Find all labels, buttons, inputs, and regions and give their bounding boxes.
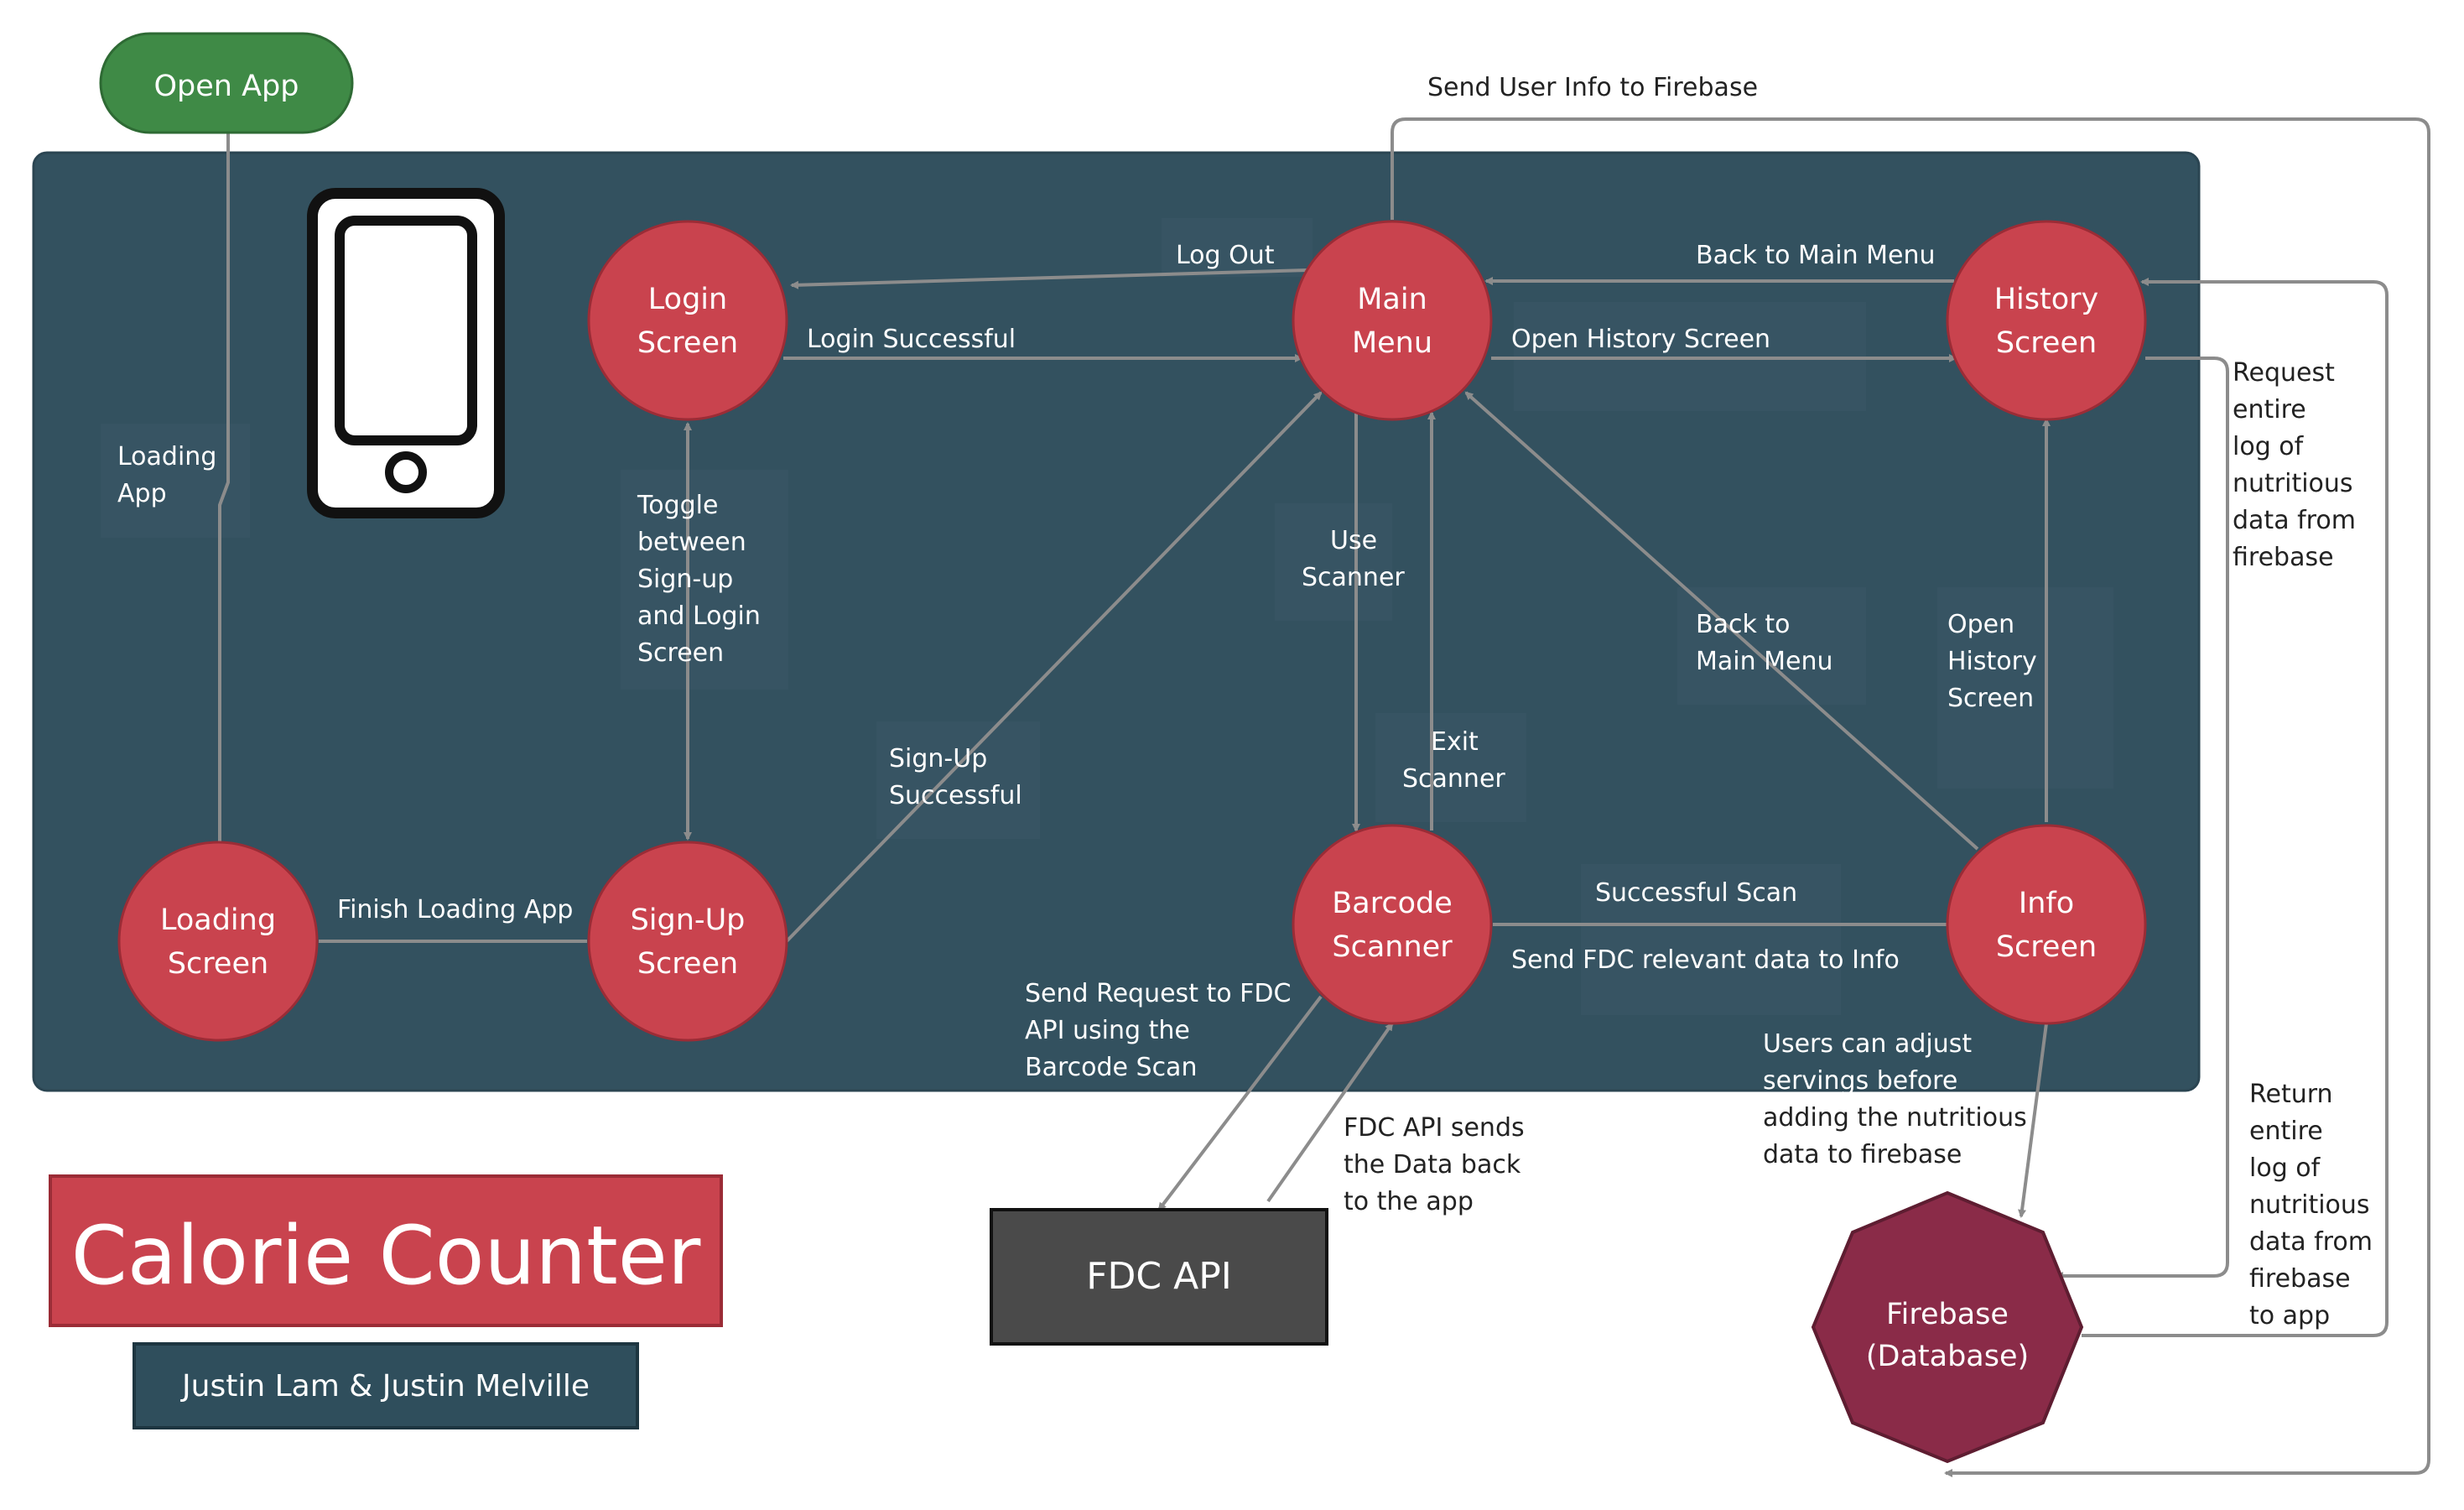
edge-request-log xyxy=(2055,357,2229,1280)
edge-return-log xyxy=(2082,278,2389,1337)
loading-screen-node[interactable]: Loading Screen xyxy=(117,841,319,1042)
label-finish-loading: Finish Loading App xyxy=(337,895,573,924)
label-successful-scan: Successful Scan xyxy=(1595,878,1797,908)
login-line1: Login xyxy=(648,283,727,316)
edge-send-user-info xyxy=(1391,117,2430,1477)
label-send-fdc: Send FDC relevant data to Info xyxy=(1511,945,1900,975)
edge-barcode-to-fdc xyxy=(1157,995,1323,1211)
label-backgrounds xyxy=(101,218,2113,1015)
label-users-adjust-2: adding the nutritious data to firebase xyxy=(1763,1103,2035,1169)
edge-logout xyxy=(790,268,1309,289)
barcode-line1: Barcode xyxy=(1332,887,1453,920)
barcode-line2: Scanner xyxy=(1332,930,1453,964)
smartphone-icon xyxy=(307,188,505,518)
edge-info-to-firebase xyxy=(2018,1023,2048,1218)
label-send-request: Send Request to FDC API using the Barcod… xyxy=(1025,979,1299,1082)
edge-fdc-to-barcode xyxy=(1266,1022,1394,1203)
authors: Justin Lam & Justin Melville xyxy=(180,1369,590,1403)
open-app-label: Open App xyxy=(154,70,299,103)
history-line1: History xyxy=(1994,283,2099,316)
label-open-history-info: Open History Screen xyxy=(1947,610,2045,713)
firebase-node[interactable]: Firebase (Database) xyxy=(1811,1190,2084,1464)
info-line1: Info xyxy=(2019,887,2074,920)
firebase-line2: (Database) xyxy=(1866,1340,2029,1373)
loading-line2: Screen xyxy=(168,947,268,981)
fdc-api-node[interactable] xyxy=(990,1208,1328,1346)
login-line2: Screen xyxy=(637,326,738,360)
edge-labels: Loading App Finish Loading App Toggle be… xyxy=(117,73,2380,1330)
main-menu-node[interactable]: Main Menu xyxy=(1292,220,1493,421)
title: Calorie Counter xyxy=(71,1209,701,1303)
firebase-line1: Firebase xyxy=(1886,1298,2009,1331)
label-users-adjust: Users can adjust servings before xyxy=(1763,1029,1980,1096)
label-back-to-main-diag: Back to Main Menu xyxy=(1696,610,1833,676)
edge-signup-to-main xyxy=(785,391,1323,943)
login-screen-node[interactable]: Login Screen xyxy=(587,220,788,421)
title-box xyxy=(49,1174,723,1327)
label-use-scanner: Use Scanner xyxy=(1302,526,1405,592)
edges xyxy=(218,117,2430,1477)
info-screen-node[interactable]: Info Screen xyxy=(1946,824,2147,1025)
label-log-out: Log Out xyxy=(1176,241,1275,270)
label-open-history-top: Open History Screen xyxy=(1511,325,1770,354)
authors-box xyxy=(133,1342,639,1429)
label-signup-successful: Sign-Up Successful xyxy=(889,744,1022,810)
label-fdc-sends: FDC API sends the Data back to the app xyxy=(1344,1113,1532,1216)
label-return-log: Return entire log of nutritious data fro… xyxy=(2249,1080,2380,1330)
main-line2: Menu xyxy=(1352,326,1432,360)
loading-line1: Loading xyxy=(160,903,276,937)
label-toggle: Toggle between Sign-up and Login Screen xyxy=(637,491,768,668)
main-line1: Main xyxy=(1357,283,1427,316)
label-exit-scanner: Exit Scanner xyxy=(1402,727,1505,794)
signup-line2: Screen xyxy=(637,947,738,981)
label-loading-app: Loading App xyxy=(117,442,225,508)
signup-screen-node[interactable]: Sign-Up Screen xyxy=(587,841,788,1042)
label-request-log: Request entire log of nutritious data fr… xyxy=(2233,358,2363,572)
info-line2: Screen xyxy=(1996,930,2097,964)
label-back-to-main-top: Back to Main Menu xyxy=(1696,241,1936,270)
history-screen-node[interactable]: History Screen xyxy=(1946,220,2147,421)
edge-info-to-main xyxy=(1464,391,1979,851)
barcode-scanner-node[interactable]: Barcode Scanner xyxy=(1292,824,1493,1025)
fdc-api-label: FDC API xyxy=(1086,1255,1232,1298)
label-send-user-info: Send User Info to Firebase xyxy=(1427,73,1758,102)
signup-line1: Sign-Up xyxy=(631,903,746,937)
history-line2: Screen xyxy=(1996,326,2097,360)
label-login-successful: Login Successful xyxy=(807,325,1016,354)
edge-open-to-loading xyxy=(218,133,230,843)
open-app-node[interactable] xyxy=(99,32,354,134)
